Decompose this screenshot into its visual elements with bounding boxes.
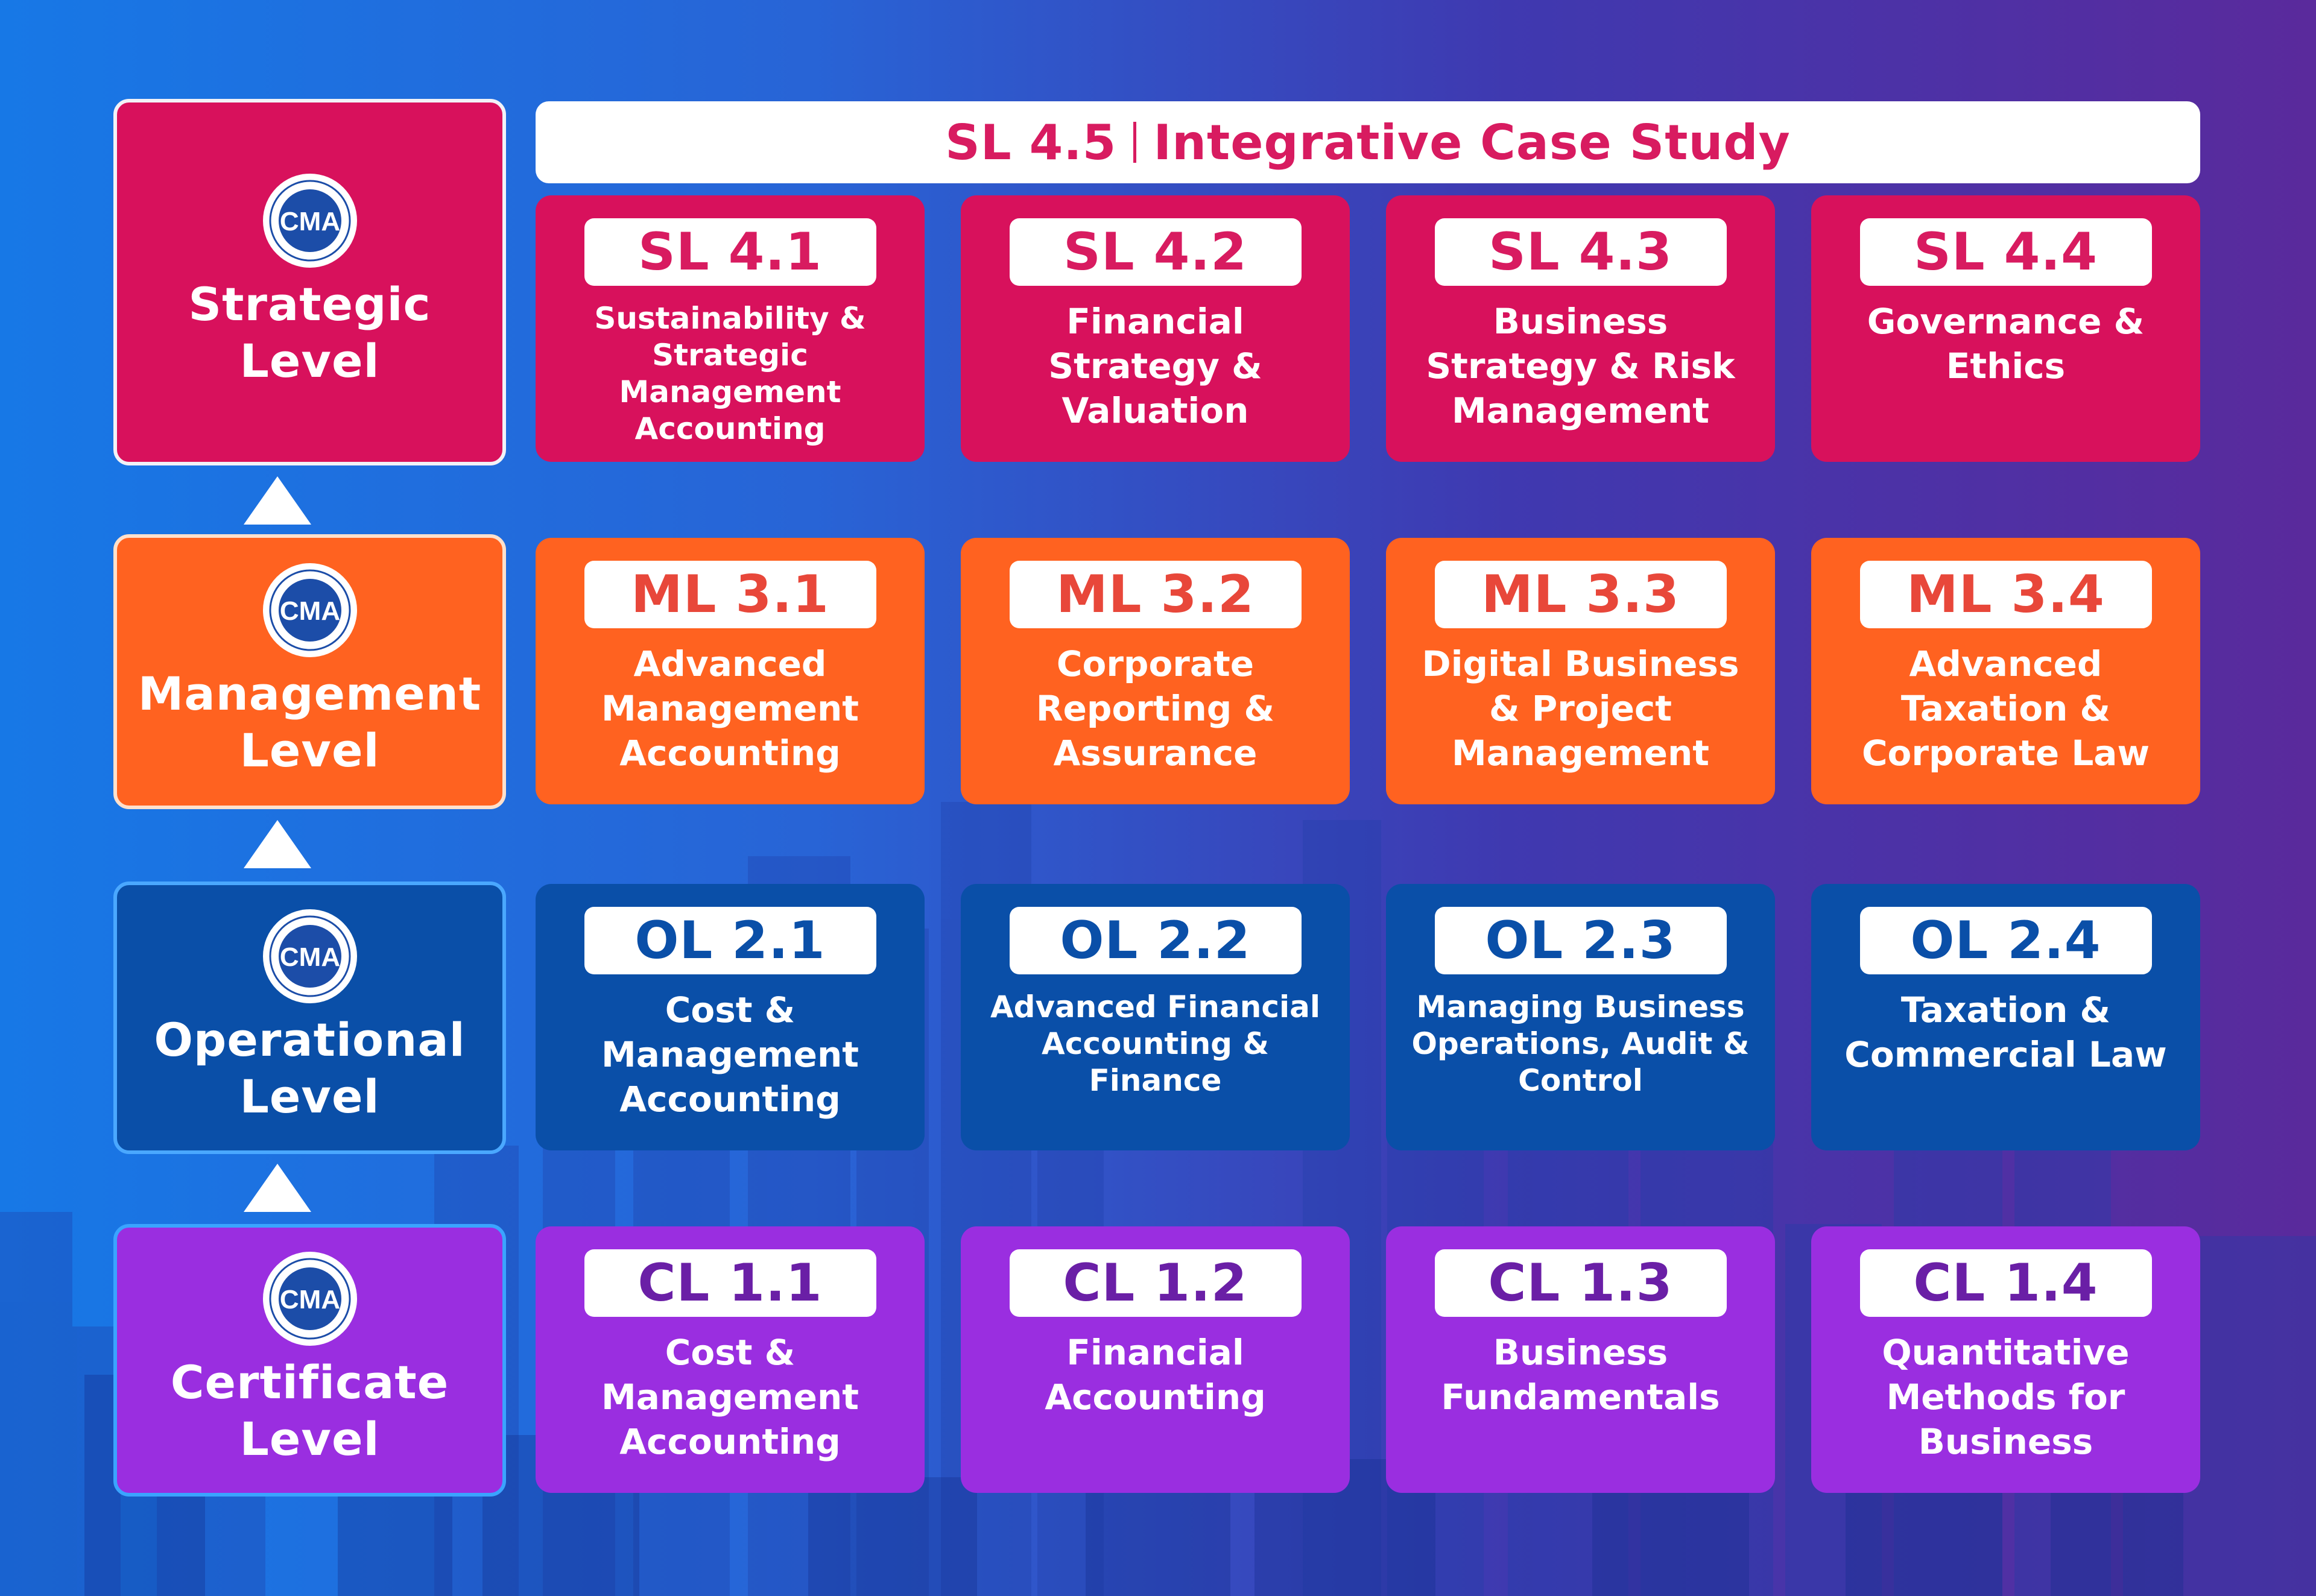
subject-code: SL 4.1 [584,218,876,286]
subject-code: CL 1.3 [1434,1249,1727,1317]
cma-logo-icon: CMA [262,563,357,657]
subject-card-ol-2-1: OL 2.1 Cost & Management Accounting [536,884,925,1150]
subject-title: Managing Business Operations, Audit & Co… [1411,989,1750,1098]
level-strategic: CMA Strategic Level [113,99,506,465]
subject-card-ml-3-2: ML 3.2 Corporate Reporting & Assurance [961,538,1350,804]
subject-code: CL 1.4 [1859,1249,2152,1317]
subject-card-sl-4-3: SL 4.3 Business Strategy & Risk Manageme… [1386,195,1775,462]
subject-title: Digital Business & Project Management [1422,643,1739,774]
subject-title: Sustainability & Strategic Management Ac… [594,301,866,446]
logo-text: CMA [279,596,340,626]
level-name: Operational Level [154,1013,466,1123]
subject-code: ML 3.2 [1009,561,1302,628]
integrative-case-study-banner: SL 4.5 Integrative Case Study [536,101,2200,183]
subject-title: Cost & Management Accounting [601,1332,859,1462]
level-name: Certificate Level [170,1355,449,1466]
subject-card-cl-1-4: CL 1.4 Quantitative Methods for Business [1811,1226,2200,1493]
subject-card-ol-2-4: OL 2.4 Taxation & Commercial Law [1811,884,2200,1150]
subject-card-sl-4-2: SL 4.2 Financial Strategy & Valuation [961,195,1350,462]
arrow-up-icon [244,476,311,525]
subject-card-ol-2-3: OL 2.3 Managing Business Operations, Aud… [1386,884,1775,1150]
level-name: Strategic Level [188,277,431,388]
subject-title: Corporate Reporting & Assurance [1036,643,1275,774]
cma-logo-icon: CMA [262,909,357,1003]
subject-card-cl-1-1: CL 1.1 Cost & Management Accounting [536,1226,925,1493]
subject-code: SL 4.4 [1859,218,2152,286]
subject-title: Governance & Ethics [1867,301,2145,386]
subject-card-sl-4-4: SL 4.4 Governance & Ethics [1811,195,2200,462]
subject-title: Advanced Financial Accounting & Finance [990,989,1321,1098]
arrow-up-icon [244,820,311,868]
banner-code: SL 4.5 [945,114,1117,171]
logo-text: CMA [279,1285,340,1314]
subject-card-cl-1-2: CL 1.2 Financial Accounting [961,1226,1350,1493]
logo-text: CMA [279,942,340,972]
arrow-up-icon [244,1164,311,1212]
subject-code: OL 2.1 [584,907,876,974]
cma-logo-icon: CMA [262,174,357,268]
subject-code: ML 3.1 [584,561,876,628]
subject-card-cl-1-3: CL 1.3 Business Fundamentals [1386,1226,1775,1493]
subject-card-ml-3-1: ML 3.1 Advanced Management Accounting [536,538,925,804]
subject-title: Financial Accounting [1045,1332,1266,1418]
subject-card-sl-4-1: SL 4.1 Sustainability & Strategic Manage… [536,195,925,462]
subject-title: Advanced Taxation & Corporate Law [1861,643,2150,774]
subject-code: SL 4.3 [1434,218,1727,286]
subject-code: OL 2.3 [1434,907,1727,974]
subject-card-ml-3-3: ML 3.3 Digital Business & Project Manage… [1386,538,1775,804]
subject-title: Business Fundamentals [1441,1332,1720,1418]
logo-text: CMA [279,207,340,236]
subject-title: Financial Strategy & Valuation [1048,301,1262,431]
banner-separator [1133,122,1137,163]
subject-code: OL 2.4 [1859,907,2152,974]
subject-code: CL 1.1 [584,1249,876,1317]
level-certificate: CMA Certificate Level [113,1224,506,1497]
subject-code: SL 4.2 [1009,218,1302,286]
subject-card-ml-3-4: ML 3.4 Advanced Taxation & Corporate Law [1811,538,2200,804]
level-operational: CMA Operational Level [113,882,506,1154]
banner-title: Integrative Case Study [1153,114,1791,171]
subject-title: Business Strategy & Risk Management [1426,301,1735,431]
subject-card-ol-2-2: OL 2.2 Advanced Financial Accounting & F… [961,884,1350,1150]
subject-title: Quantitative Methods for Business [1882,1332,2130,1462]
subject-title: Taxation & Commercial Law [1844,989,2167,1075]
cma-logo-icon: CMA [262,1252,357,1346]
subject-title: Cost & Management Accounting [601,989,859,1120]
subject-code: OL 2.2 [1009,907,1302,974]
subject-title: Advanced Management Accounting [601,643,859,774]
subject-code: ML 3.3 [1434,561,1727,628]
subject-code: CL 1.2 [1009,1249,1302,1317]
subject-code: ML 3.4 [1859,561,2152,628]
level-management: CMA Management Level [113,534,506,809]
level-name: Management Level [138,667,482,777]
